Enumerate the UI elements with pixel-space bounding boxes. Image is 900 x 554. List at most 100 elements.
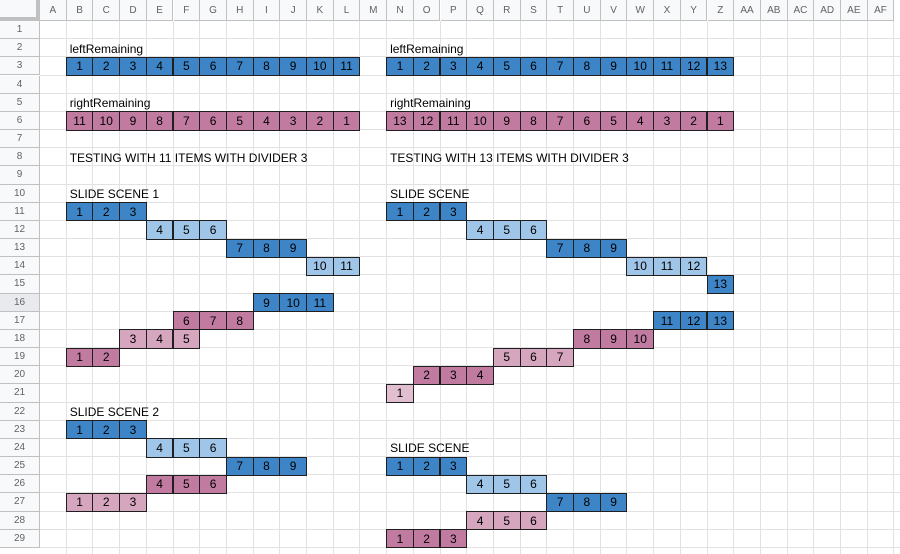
number-cell[interactable]: 5 [492,474,521,494]
number-cell[interactable]: 1 [386,456,414,476]
select-all-corner[interactable] [0,0,40,21]
column-header-f[interactable]: F [173,0,201,21]
row-header-22[interactable]: 22 [0,402,40,421]
column-header-ab[interactable]: AB [760,0,788,21]
row-header-20[interactable]: 20 [0,366,40,385]
row-header-15[interactable]: 15 [0,275,40,294]
number-cell[interactable]: 1 [386,202,414,222]
column-header-ac[interactable]: AC [787,0,815,21]
column-header-p[interactable]: P [440,0,468,21]
column-header-i[interactable]: I [253,0,281,21]
number-cell[interactable]: 6 [519,56,548,76]
number-cell[interactable]: 6 [199,220,227,240]
number-cell[interactable]: 4 [145,220,174,240]
column-header-n[interactable]: N [387,0,414,21]
number-cell[interactable]: 12 [412,111,441,131]
number-cell[interactable]: 11 [653,311,681,331]
number-cell[interactable]: 4 [145,56,174,76]
number-cell[interactable]: 3 [119,492,147,513]
number-cell[interactable]: 4 [466,365,494,385]
column-header-ad[interactable]: AD [814,0,841,21]
number-cell[interactable]: 12 [679,256,708,276]
section-label[interactable]: leftRemaining [390,41,464,56]
number-cell[interactable]: 9 [599,329,628,349]
number-cell[interactable]: 8 [252,456,281,476]
number-cell[interactable]: 1 [65,202,94,222]
number-cell[interactable]: 7 [199,311,227,331]
section-label[interactable]: SLIDE SCENE 1 [69,187,160,202]
column-header-s[interactable]: S [520,0,548,21]
number-cell[interactable]: 6 [573,111,601,131]
column-header-k[interactable]: K [307,0,334,21]
column-header-u[interactable]: U [574,0,601,21]
column-header-h[interactable]: H [226,0,254,21]
number-cell[interactable]: 3 [119,56,147,76]
column-header-a[interactable]: A [40,0,67,21]
number-cell[interactable]: 3 [439,365,468,385]
section-label[interactable]: SLIDE SCENE 2 [69,405,160,420]
column-header-j[interactable]: J [280,0,307,21]
number-cell[interactable]: 3 [439,529,468,549]
column-header-r[interactable]: R [493,0,521,21]
number-cell[interactable]: 4 [145,474,174,494]
number-cell[interactable]: 1 [332,111,361,131]
number-cell[interactable]: 3 [119,420,147,440]
column-header-m[interactable]: M [360,0,388,21]
column-header-l[interactable]: L [333,0,361,21]
number-cell[interactable]: 6 [519,347,548,367]
number-cell[interactable]: 5 [599,111,628,131]
column-header-x[interactable]: X [654,0,681,21]
number-cell[interactable]: 11 [306,293,334,313]
number-cell[interactable]: 4 [145,329,174,349]
number-cell[interactable]: 8 [573,492,601,513]
number-cell[interactable]: 13 [706,274,735,295]
number-cell[interactable]: 6 [199,111,227,131]
number-cell[interactable]: 6 [199,56,227,76]
number-cell[interactable]: 5 [172,474,201,494]
number-cell[interactable]: 10 [626,256,655,276]
number-cell[interactable]: 12 [679,56,708,76]
number-cell[interactable]: 4 [466,511,494,531]
column-header-e[interactable]: E [146,0,174,21]
number-cell[interactable]: 7 [225,238,254,258]
number-cell[interactable]: 5 [492,347,521,367]
number-cell[interactable]: 10 [626,329,655,349]
number-cell[interactable]: 10 [92,111,121,131]
number-cell[interactable]: 2 [412,365,441,385]
row-header-10[interactable]: 10 [0,184,40,203]
section-label[interactable]: SLIDE SCENE [390,441,470,456]
number-cell[interactable]: 6 [199,438,227,458]
number-cell[interactable]: 8 [573,238,601,258]
number-cell[interactable]: 5 [225,111,254,131]
number-cell[interactable]: 2 [92,420,121,440]
number-cell[interactable]: 1 [65,492,94,513]
number-cell[interactable]: 7 [546,492,574,513]
column-header-z[interactable]: Z [707,0,735,21]
number-cell[interactable]: 3 [279,111,307,131]
column-header-aa[interactable]: AA [734,0,761,21]
number-cell[interactable]: 8 [145,111,174,131]
number-cell[interactable]: 2 [412,56,441,76]
row-header-14[interactable]: 14 [0,257,40,276]
number-cell[interactable]: 3 [439,202,468,222]
section-label[interactable]: rightRemaining [390,96,471,111]
column-header-q[interactable]: Q [467,0,494,21]
number-cell[interactable]: 7 [546,347,574,367]
number-cell[interactable]: 12 [679,311,708,331]
number-cell[interactable]: 9 [279,238,307,258]
row-header-25[interactable]: 25 [0,457,40,476]
column-header-g[interactable]: G [200,0,227,21]
row-header-2[interactable]: 2 [0,39,40,58]
number-cell[interactable]: 10 [306,256,334,276]
section-label[interactable]: leftRemaining [69,41,144,56]
number-cell[interactable]: 11 [332,256,361,276]
row-header-16[interactable]: 16 [0,293,40,312]
number-cell[interactable]: 5 [492,511,521,531]
number-cell[interactable]: 11 [653,56,681,76]
number-cell[interactable]: 10 [279,293,307,313]
column-header-b[interactable]: B [66,0,94,21]
number-cell[interactable]: 9 [252,293,281,313]
row-header-29[interactable]: 29 [0,529,40,548]
section-label[interactable]: TESTING WITH 13 ITEMS WITH DIVIDER 3 [390,150,629,165]
